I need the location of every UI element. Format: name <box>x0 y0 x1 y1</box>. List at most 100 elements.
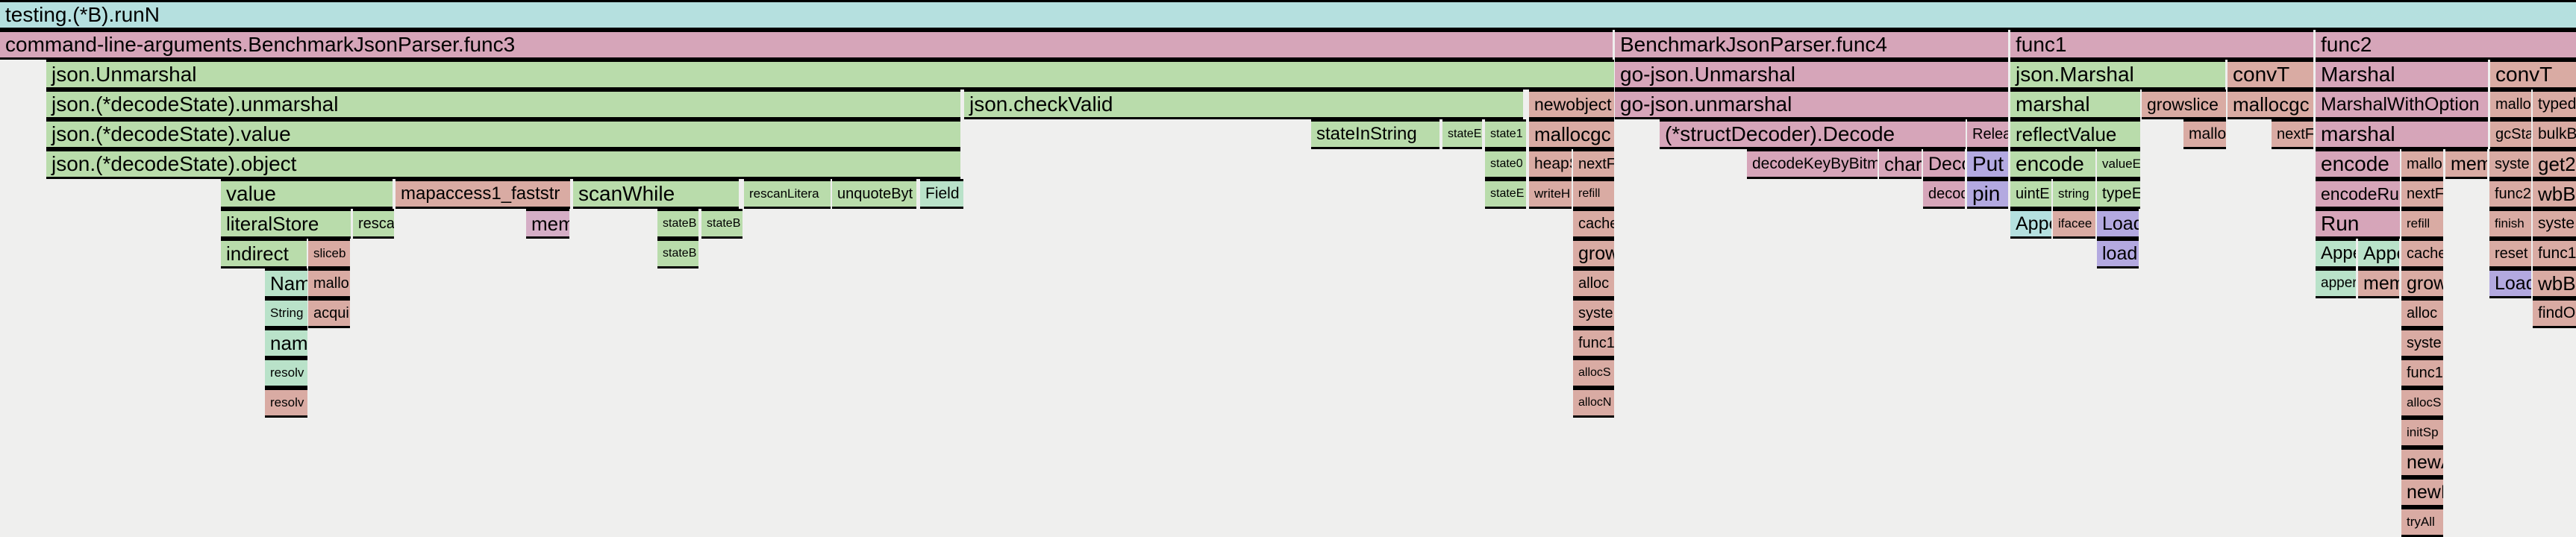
frame-statee[interactable]: stateE <box>1442 119 1482 149</box>
frame-put[interactable]: Put <box>1967 149 2008 179</box>
frame-json-marshal[interactable]: json.Marshal <box>2010 60 2225 90</box>
frame-char[interactable]: char <box>1879 149 1922 179</box>
frame-reflectvalue[interactable]: reflectValue <box>2010 119 2140 149</box>
frame-grow[interactable]: grow <box>1573 239 1614 268</box>
frame-json-decodestate-value[interactable]: json.(*decodeState).value <box>46 119 960 149</box>
frame-func1[interactable]: func1 <box>2533 239 2576 268</box>
frame-ifacee[interactable]: ifacee <box>2053 209 2095 239</box>
frame-unquotebyt[interactable]: unquoteByt <box>832 179 916 209</box>
frame-initsp[interactable]: initSp <box>2401 418 2443 448</box>
frame-go-json-unmarshal[interactable]: go-json.unmarshal <box>1615 90 2008 119</box>
frame-load[interactable]: load <box>2097 239 2139 268</box>
frame-nextf[interactable]: nextF <box>2401 179 2443 209</box>
frame-typee[interactable]: typeE <box>2097 179 2140 209</box>
frame-stateb[interactable]: stateB <box>657 209 698 239</box>
frame-findo[interactable]: findO <box>2533 298 2576 328</box>
frame-name[interactable]: name <box>265 328 307 358</box>
frame-mallo[interactable]: mallo <box>2401 149 2443 179</box>
frame-func1[interactable]: func1 <box>1573 328 1614 358</box>
frame-resolv[interactable]: resolv <box>265 358 307 388</box>
frame-command-line-arguments-benchmarkjsonparser-func3[interactable]: command-line-arguments.BenchmarkJsonPars… <box>0 30 1613 60</box>
frame-load[interactable]: Load <box>2097 209 2139 239</box>
frame-newa[interactable]: newA <box>2401 448 2443 477</box>
frame-refill[interactable]: refill <box>1573 179 1614 209</box>
frame-mallo[interactable]: mallo <box>2183 119 2226 149</box>
frame-appe[interactable]: Appe <box>2010 209 2051 239</box>
frame-decod[interactable]: decod <box>1923 179 1965 209</box>
frame-json-decodestate-unmarshal[interactable]: json.(*decodeState).unmarshal <box>46 90 960 119</box>
frame-alloc[interactable]: alloc <box>2401 298 2443 328</box>
frame-func1[interactable]: func1 <box>2401 358 2443 388</box>
frame-json-unmarshal[interactable]: json.Unmarshal <box>46 60 1614 90</box>
frame-appe[interactable]: Appe <box>2358 239 2399 268</box>
frame-cache[interactable]: cache <box>2401 239 2443 268</box>
frame-heaps[interactable]: heapS <box>1529 149 1572 179</box>
frame-stateb[interactable]: stateB <box>657 239 698 268</box>
frame-tryall[interactable]: tryAll <box>2401 507 2443 537</box>
frame-json-decodestate-object[interactable]: json.(*decodeState).object <box>46 149 960 179</box>
frame-func2[interactable]: func2 <box>2316 30 2576 60</box>
frame-string[interactable]: String <box>265 298 307 328</box>
frame-newm[interactable]: newM <box>2401 477 2443 507</box>
frame-stateinstring[interactable]: stateInString <box>1311 119 1439 149</box>
frame-go-json-unmarshal[interactable]: go-json.Unmarshal <box>1615 60 2008 90</box>
frame-meme[interactable]: meme <box>526 209 569 239</box>
frame-deco[interactable]: Deco <box>1923 149 1965 179</box>
frame-syste[interactable]: syste <box>2533 209 2576 239</box>
frame-state0[interactable]: state0 <box>1485 149 1526 179</box>
frame-field[interactable]: Field <box>920 179 963 209</box>
frame-appe[interactable]: Appe <box>2316 239 2356 268</box>
frame-value[interactable]: value <box>221 179 393 209</box>
frame-finish[interactable]: finish <box>2489 209 2531 239</box>
frame-cache[interactable]: cache <box>1573 209 1614 239</box>
frame-encoderun[interactable]: encodeRun <box>2316 179 2400 209</box>
frame-name[interactable]: Name <box>265 268 307 298</box>
frame-rescanlitera[interactable]: rescanLitera <box>744 179 831 209</box>
frame-resolv[interactable]: resolv <box>265 388 307 418</box>
frame-mallo[interactable]: mallo <box>308 268 350 298</box>
frame-string[interactable]: string <box>2053 179 2095 209</box>
frame-typed[interactable]: typed <box>2533 90 2576 119</box>
frame-mapaccess1-faststr[interactable]: mapaccess1_faststr <box>396 179 570 209</box>
frame-json-checkvalid[interactable]: json.checkValid <box>964 90 1523 119</box>
frame-writeh[interactable]: writeH <box>1529 179 1572 209</box>
frame-scanwhile[interactable]: scanWhile <box>573 179 739 209</box>
frame-load[interactable]: Load <box>2489 268 2531 298</box>
frame-convt[interactable]: convT <box>2228 60 2313 90</box>
frame-decodekeybybitm[interactable]: decodeKeyByBitm <box>1747 149 1878 179</box>
frame-run[interactable]: Run <box>2316 209 2400 239</box>
frame-refill[interactable]: refill <box>2401 209 2443 239</box>
frame-mallocgc[interactable]: mallocgc <box>2228 90 2313 119</box>
frame-func2[interactable]: func2 <box>2489 179 2531 209</box>
frame-wbbu[interactable]: wbBu <box>2533 268 2576 298</box>
frame-marshalwithoption[interactable]: MarshalWithOption <box>2316 90 2488 119</box>
frame-stateb[interactable]: stateB <box>701 209 743 239</box>
frame-encode[interactable]: encode <box>2316 149 2400 179</box>
frame-mallocgc[interactable]: mallocgc <box>1529 119 1614 149</box>
frame-relea[interactable]: Relea <box>1967 119 2008 149</box>
frame-nextf[interactable]: nextF <box>2272 119 2313 149</box>
frame-benchmarkjsonparser-func4[interactable]: BenchmarkJsonParser.func4 <box>1615 30 2008 60</box>
frame-syste[interactable]: syste <box>2401 328 2443 358</box>
frame-wbbu[interactable]: wbBu <box>2533 179 2576 209</box>
frame-pin[interactable]: pin <box>1967 179 2008 209</box>
frame-marshal[interactable]: marshal <box>2010 90 2140 119</box>
frame-gcsta[interactable]: gcSta <box>2490 119 2531 149</box>
frame-marshal[interactable]: marshal <box>2316 119 2488 149</box>
frame-allocn[interactable]: allocN <box>1573 388 1614 418</box>
frame-func1[interactable]: func1 <box>2010 30 2313 60</box>
frame-acqui[interactable]: acqui <box>308 298 350 328</box>
frame-allocs[interactable]: allocS <box>2401 388 2443 418</box>
frame-alloc[interactable]: alloc <box>1573 268 1614 298</box>
frame-memr[interactable]: memr <box>2358 268 2399 298</box>
frame-nextf[interactable]: nextF <box>1573 149 1614 179</box>
frame-apper[interactable]: apper <box>2316 268 2356 298</box>
frame-syste[interactable]: syste <box>1573 298 1614 328</box>
frame-convt[interactable]: convT <box>2490 60 2576 90</box>
frame-testing-b-runn[interactable]: testing.(*B).runN <box>0 0 2576 30</box>
frame-marshal[interactable]: Marshal <box>2316 60 2488 90</box>
frame-growslice[interactable]: growslice <box>2142 90 2226 119</box>
frame-newobject[interactable]: newobject <box>1529 90 1614 119</box>
frame-indirect[interactable]: indirect <box>221 239 307 268</box>
frame-bulkb[interactable]: bulkB <box>2533 119 2576 149</box>
